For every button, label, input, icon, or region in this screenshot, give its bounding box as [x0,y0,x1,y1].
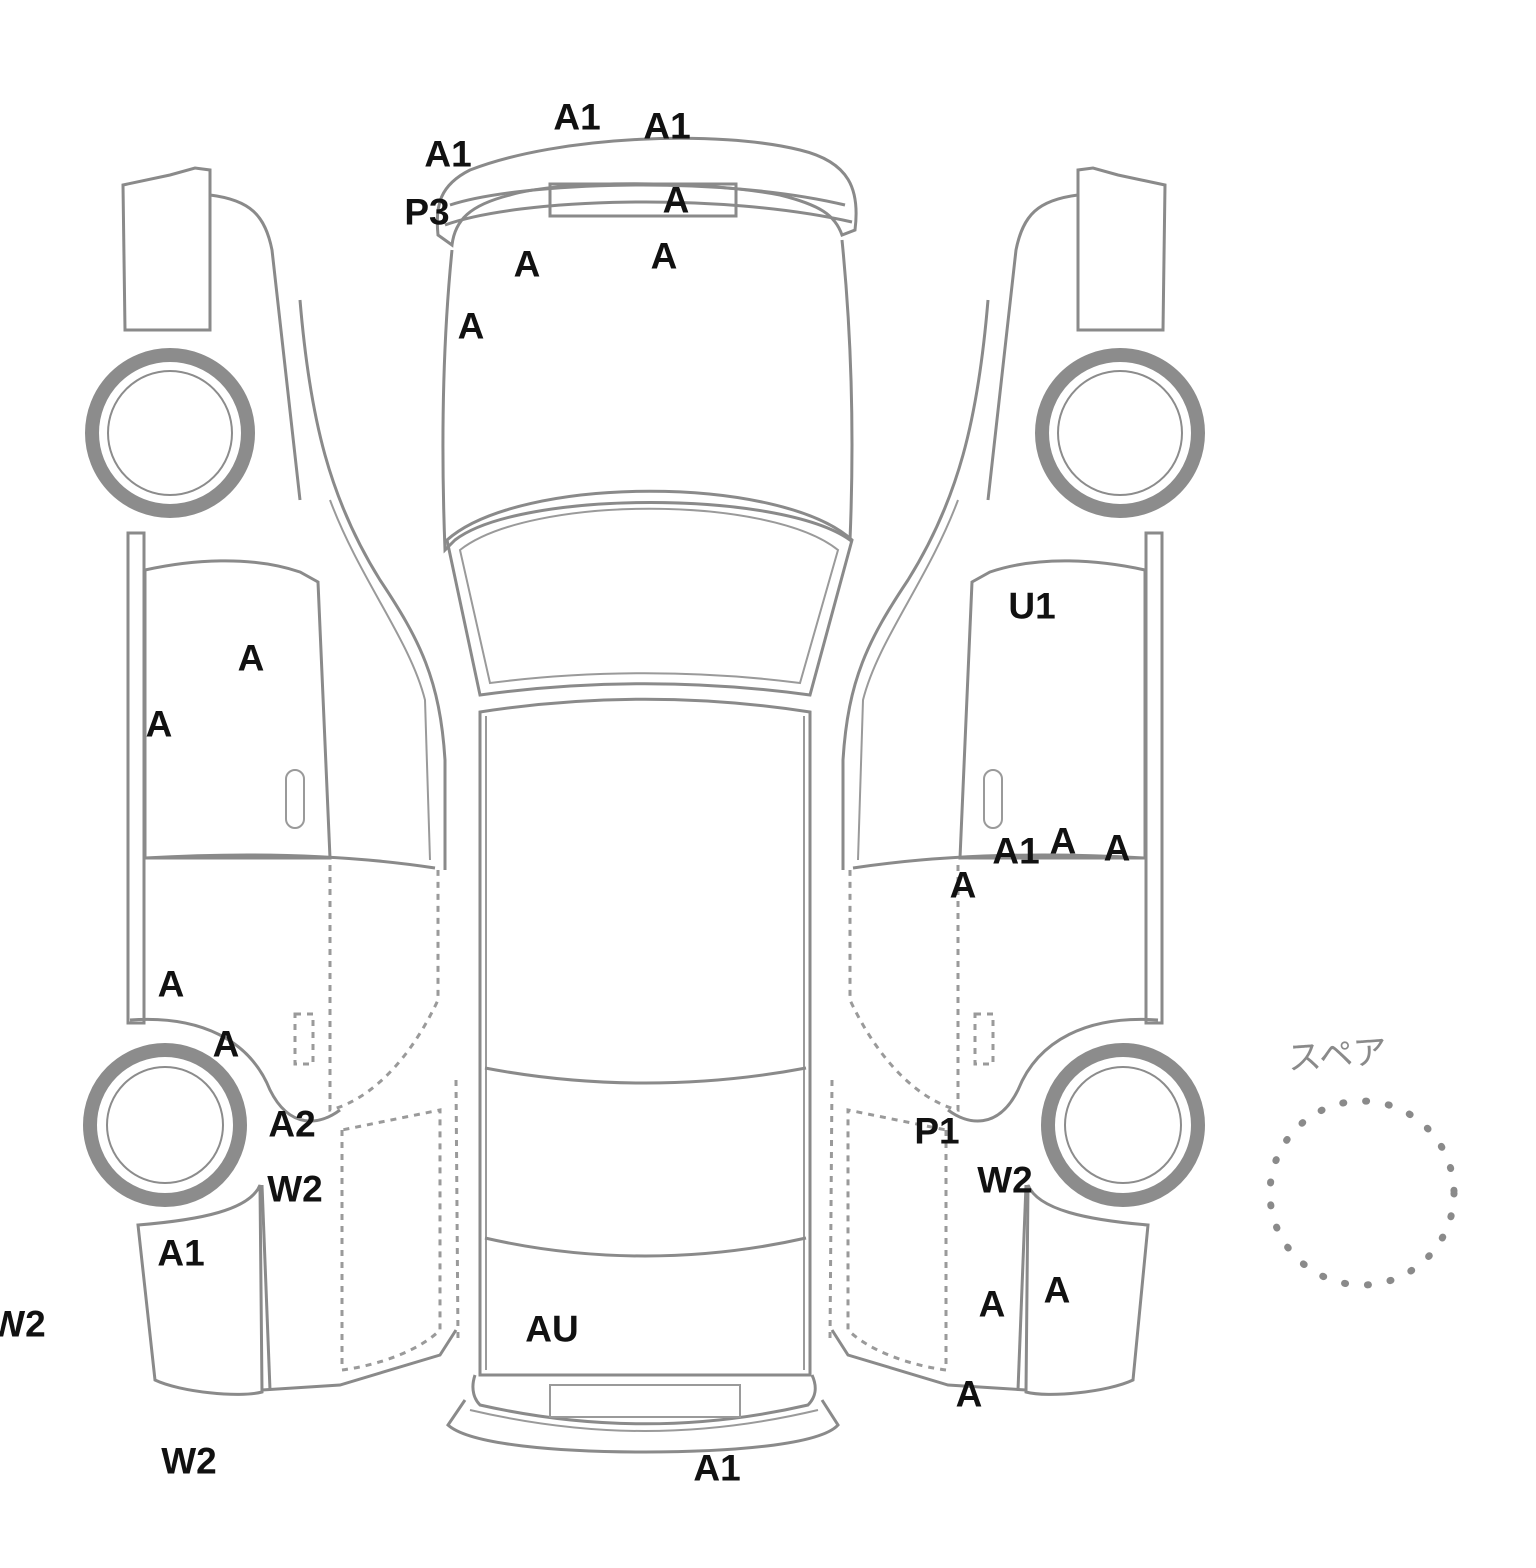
left-beltline [144,853,436,870]
front-grille [548,182,738,218]
left-a-pillar [298,299,447,870]
left-rear-lower [261,1329,458,1392]
damage-code: A [1043,1269,1071,1311]
roof [478,697,812,1377]
damage-code: A1 [553,96,601,138]
right-rear-panel [1016,1184,1028,1391]
right-a-pillar [841,299,990,870]
right-quarter [846,1108,948,1372]
damage-code: A2 [268,1103,316,1145]
right-rear-bumper [1024,1184,1150,1396]
right-rear-lower [830,1329,1027,1392]
damage-code: A [1103,827,1131,869]
left-a-pillar-inner [329,499,431,861]
rear-plate-area [549,1384,741,1418]
right-hood-edge [986,193,1079,501]
car-top-view [435,136,858,1454]
damage-code: W2 [977,1159,1033,1201]
damage-code: W2 [0,1303,46,1345]
damage-code: A [157,963,185,1005]
damage-code: A [949,864,977,906]
damage-code: A1 [643,105,691,147]
left-door-handle [285,769,305,829]
damage-code: W2 [161,1440,217,1482]
right-beltline [852,853,1146,870]
left-front-bumper [121,166,212,332]
left-rear-rim [106,1066,224,1184]
right-rear-door [848,865,960,1112]
right-rear-handle [973,1012,995,1066]
front-bumper-line-2 [444,200,853,227]
right-front-bumper [1076,166,1167,332]
front-bumper [435,136,858,248]
spare-label: スペア [1286,1032,1389,1079]
left-front-tire [85,348,255,518]
right-front-rim [1057,370,1183,496]
car-right-side-view [828,166,1205,1396]
left-rear-panel [260,1184,272,1391]
right-rear-tire [1041,1043,1205,1207]
left-rear-tire [83,1043,247,1207]
damage-code: A [662,179,690,221]
right-a-pillar-inner [857,499,959,861]
hood [441,239,854,554]
damage-code: A [955,1373,983,1415]
damage-code: A [212,1023,240,1065]
rear-bumper [446,1399,840,1454]
roof-line-2 [484,1236,807,1258]
damage-code: A [513,243,541,285]
left-rear-arch [129,1017,341,1123]
left-rear-handle [293,1012,315,1066]
damage-code: U1 [1008,585,1056,627]
damage-code: A [1049,820,1077,862]
car-left-side-view [83,166,460,1396]
damage-code: A [650,235,678,277]
right-rocker [1144,531,1164,1025]
damage-code: P1 [914,1110,960,1152]
damage-code: A1 [992,830,1040,872]
right-rear-arch [947,1017,1159,1123]
left-rear-bumper [136,1184,264,1396]
right-rear-rim [1064,1066,1182,1184]
damage-code: A1 [424,133,472,175]
damage-code: P3 [404,191,450,233]
rear-gate [471,1374,817,1426]
roof-line-1 [484,1066,807,1085]
left-pillar-dotted [454,1079,460,1341]
left-rocker [126,531,146,1025]
damage-code: AU [525,1308,579,1350]
damage-code: A [978,1283,1006,1325]
right-pillar-dotted [828,1079,834,1341]
right-front-tire [1035,348,1205,518]
left-front-rim [107,370,233,496]
left-front-door [143,559,332,860]
right-door-handle [983,769,1003,829]
damage-code: A [145,703,173,745]
damage-code: A [237,637,265,679]
spare-tire-outline [1266,1097,1458,1289]
roof-rails [485,716,805,1370]
damage-code: A [457,305,485,347]
windshield-inner [458,507,840,685]
right-front-door [958,559,1147,860]
left-rear-door [328,865,440,1112]
left-hood-edge [209,193,302,501]
damage-code: A1 [693,1447,741,1489]
damage-code: W2 [267,1168,323,1210]
rear-bumper-line [469,1409,819,1432]
windshield [445,489,854,697]
left-quarter [340,1108,442,1372]
damage-code: A1 [157,1232,205,1274]
